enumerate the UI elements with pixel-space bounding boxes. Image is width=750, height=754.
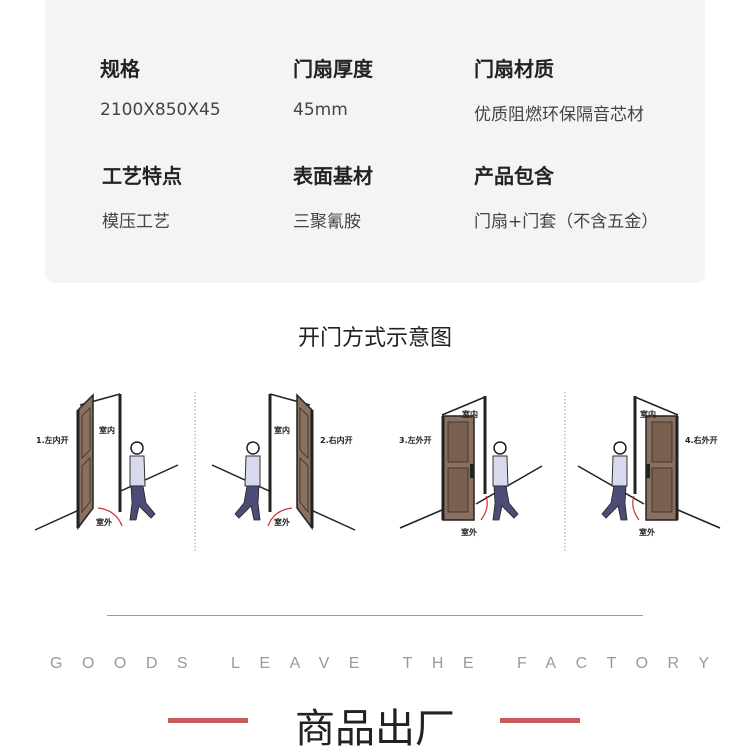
mode-label: 2.右内开 [320,435,353,445]
accent-bar-right [500,718,580,723]
spec-process: 工艺特点 模压工艺 [102,160,182,232]
spec-value: 三聚氰胺 [293,212,361,232]
indoor-label: 室内 [462,409,478,419]
door-opening-diagram: 1.左内开 2.右内开 3.左外开 4.右外开 室内 室内 室内 室内 室外 室… [0,392,750,552]
english-subtitle: GOODS LEAVE THE FACTORY [50,655,729,672]
outdoor-label: 室外 [274,517,290,527]
spec-includes: 产品包含 门扇+门套（不含五金） [474,160,658,232]
spec-label: 表面基材 [293,164,373,188]
spec-label: 门扇材质 [474,57,554,81]
spec-label: 产品包含 [474,164,554,188]
outdoor-label: 室外 [639,527,655,537]
accent-bar-left [168,718,248,723]
section-heading: 商品出厂 [295,706,455,752]
diagram-right-inward [212,394,355,530]
spec-material: 门扇材质 优质阻燃环保隔音芯材 [474,53,644,125]
indoor-label: 室内 [640,409,656,419]
spec-label: 工艺特点 [102,164,182,188]
diagram-title: 开门方式示意图 [297,326,452,351]
spec-surface: 表面基材 三聚氰胺 [293,160,373,232]
mode-label: 1.左内开 [36,435,69,445]
indoor-label: 室内 [274,425,290,435]
indoor-label: 室内 [99,425,115,435]
mode-label: 3.左外开 [399,435,432,445]
diagram-left-inward [35,394,178,530]
spec-value: 45mm [293,100,348,120]
divider-line [107,615,643,616]
spec-value: 优质阻燃环保隔音芯材 [474,105,644,125]
spec-label: 门扇厚度 [293,57,373,81]
spec-value: 2100X850X45 [100,100,221,120]
outdoor-label: 室外 [461,527,477,537]
spec-size: 规格 2100X850X45 [100,53,221,120]
mode-label: 4.右外开 [685,435,718,445]
spec-value: 模压工艺 [102,212,170,232]
outdoor-label: 室外 [96,517,112,527]
spec-card [45,0,705,283]
spec-value: 门扇+门套（不含五金） [474,212,659,232]
spec-thickness: 门扇厚度 45mm [293,53,373,120]
spec-label: 规格 [100,57,140,81]
